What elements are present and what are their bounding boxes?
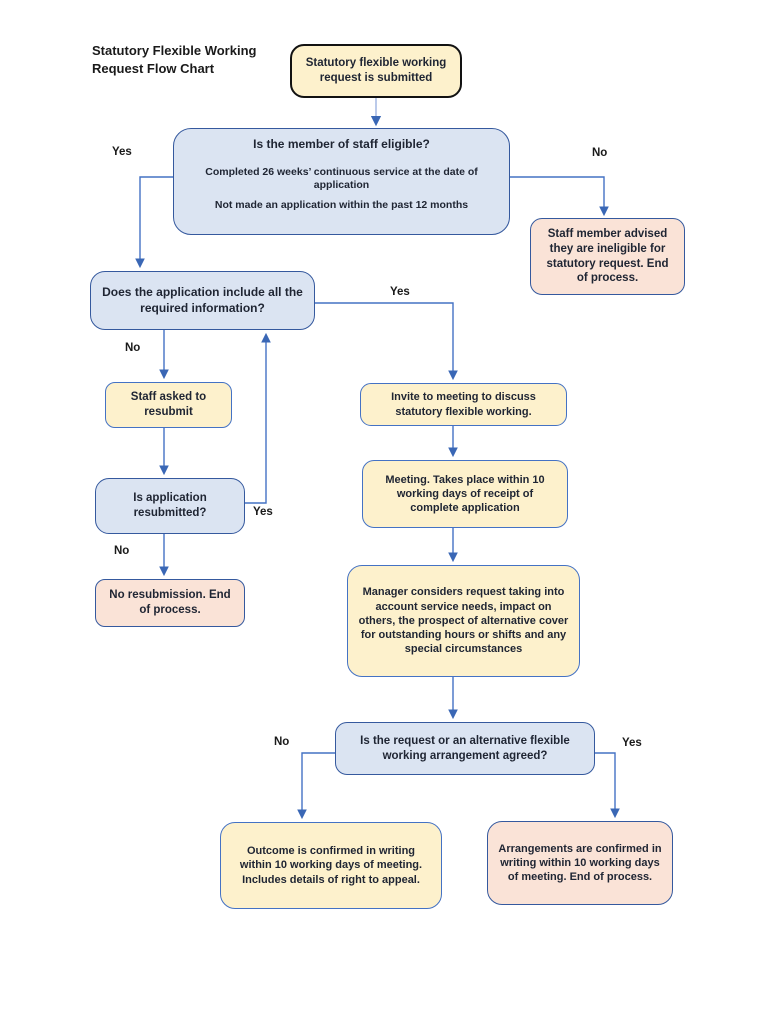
label-info-yes: Yes (390, 286, 410, 298)
label-resubmitted-yes: Yes (253, 506, 273, 518)
page-title: Statutory Flexible Working Request Flow … (92, 43, 257, 77)
node-invite-text: Invite to meeting to discuss statutory f… (391, 391, 536, 418)
node-meeting: Meeting. Takes place within 10 working d… (362, 460, 568, 528)
node-meeting-text: Meeting. Takes place within 10 working d… (385, 473, 545, 515)
node-eligible-criterion-1: Completed 26 weeks’ continuous service a… (205, 165, 478, 192)
node-resubmit-text: Staff asked to resubmit (130, 391, 207, 418)
connector-eligible-yes (135, 176, 173, 269)
node-resubmitted-decision: Is application resubmitted? (95, 478, 245, 534)
node-agreed-decision: Is the request or an alternative flexibl… (335, 722, 595, 775)
label-eligible-yes: Yes (112, 146, 132, 158)
node-resubmitted-text: Is application resubmitted? (133, 492, 207, 519)
node-info-complete-decision: Does the application include all the req… (90, 271, 315, 330)
node-no-resubmission-end: No resubmission. End of process. (95, 579, 245, 627)
node-ineligible-text: Staff member advised they are ineligible… (546, 227, 669, 285)
node-start: Statutory flexible working request is su… (290, 44, 462, 98)
label-eligible-no: No (592, 147, 608, 159)
connector-resubmitted-yes-return (245, 332, 271, 504)
connector-agreed-no (297, 752, 335, 820)
label-info-no: No (125, 342, 141, 354)
node-staff-resubmit: Staff asked to resubmit (105, 382, 232, 428)
connector-agreed-yes (595, 752, 620, 819)
label-agreed-yes: Yes (622, 737, 642, 749)
node-invite-meeting: Invite to meeting to discuss statutory f… (360, 383, 567, 426)
node-eligible-decision: Is the member of staff eligible? Complet… (173, 128, 510, 235)
connector-info-yes (315, 302, 458, 381)
node-eligible-heading: Is the member of staff eligible? (253, 137, 430, 151)
label-resubmitted-no: No (114, 545, 130, 557)
node-arrangements-end: Arrangements are confirmed in writing wi… (487, 821, 673, 905)
node-outcome-confirmed: Outcome is confirmed in writing within 1… (220, 822, 442, 909)
label-agreed-no: No (274, 736, 290, 748)
node-agreed-text: Is the request or an alternative flexibl… (360, 734, 570, 762)
node-manager-text: Manager considers request taking into ac… (358, 586, 569, 656)
node-manager-considers: Manager considers request taking into ac… (347, 565, 580, 677)
node-no-resubmission-text: No resubmission. End of process. (109, 589, 231, 616)
node-eligible-criterion-2: Not made an application within the past … (214, 198, 469, 211)
node-outcome-text: Outcome is confirmed in writing within 1… (239, 845, 423, 886)
node-start-text: Statutory flexible working request is su… (305, 57, 447, 84)
node-info-text: Does the application include all the req… (102, 284, 303, 315)
connector-eligible-no (510, 176, 609, 217)
node-arrangements-text: Arrangements are confirmed in writing wi… (498, 842, 662, 884)
node-ineligible-end: Staff member advised they are ineligible… (530, 218, 685, 295)
